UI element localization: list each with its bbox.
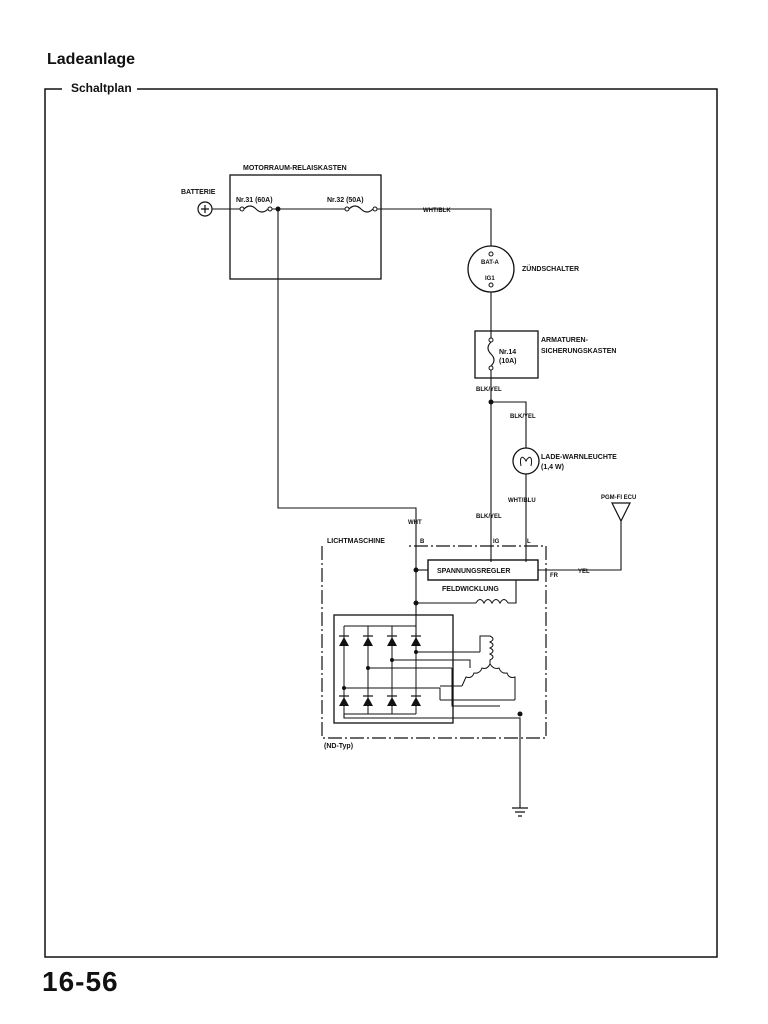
regulator-label: SPANNUNGSREGLER	[437, 568, 510, 575]
relay-box	[229, 174, 382, 280]
diagram-frame	[44, 88, 718, 958]
diode-row-upper	[339, 635, 421, 646]
page-title: Ladeanlage	[47, 51, 136, 68]
relay-box-label: MOTORRAUM-RELAISKASTEN	[243, 165, 347, 172]
alternator-label: LICHTMASCHINE	[327, 538, 385, 545]
wire-yel-label: YEL	[578, 569, 590, 575]
wire-wht-label: WHT	[408, 520, 422, 526]
fuse-32-icon	[348, 205, 374, 213]
field-winding-icon	[475, 598, 509, 605]
stator-winding-icon	[440, 635, 516, 707]
fuse-14-icon	[487, 341, 495, 367]
fusebox-label-line1: ARMATUREN-	[541, 337, 589, 344]
wire-blk-yel-label-bottom: BLK/YEL	[476, 514, 502, 520]
wire-blk-yel-label-top: BLK/YEL	[476, 387, 502, 393]
fusebox-label-line2: SICHERUNGSKASTEN	[541, 348, 616, 355]
wire-wht-blu-label: WHT/BLU	[508, 498, 536, 504]
ignition-terminal-a-label: BAT-A	[481, 260, 500, 266]
fuse-32-label: Nr.32 (50A)	[327, 197, 364, 204]
fuse-31-icon	[243, 205, 269, 213]
rectifier-box	[333, 614, 454, 724]
section-label: Schaltplan	[68, 81, 135, 95]
terminal-fr-label: FR	[550, 573, 559, 579]
terminal-ig-label: IG	[493, 539, 500, 545]
ignition-switch-label: ZÜNDSCHALTER	[522, 264, 579, 273]
fuse-14-label-line2: (10A)	[499, 358, 517, 365]
dashboard-fusebox	[474, 330, 539, 379]
fuse-14-label-line1: Nr.14	[499, 349, 516, 356]
warning-lamp-label-line1: LADE-WARNLEUCHTE	[541, 454, 617, 461]
terminal-b-label: B	[420, 539, 425, 545]
fuse-31-label: Nr.31 (60A)	[236, 197, 273, 204]
diode-row-lower	[339, 695, 421, 706]
ground-icon	[512, 807, 528, 817]
ignition-terminal-b-label: IG1	[485, 276, 495, 282]
alternator-box	[321, 545, 547, 739]
warning-lamp-label-line2: (1,4 W)	[541, 464, 564, 471]
terminal-l-label: L	[527, 539, 531, 545]
wire-wht-blk-label: WHT/BLK	[423, 208, 451, 214]
ecu-icon	[611, 502, 631, 523]
ignition-switch-icon	[467, 245, 515, 293]
page-number: 16-56	[42, 966, 119, 997]
battery-label: BATTERIE	[181, 189, 216, 196]
field-winding-label: FELDWICKLUNG	[442, 586, 499, 593]
alternator-type-label: (ND-Typ)	[324, 743, 353, 750]
wire-blk-yel-label-branch: BLK/YEL	[510, 414, 536, 420]
ecu-label: PGM-FI ECU	[601, 495, 636, 501]
